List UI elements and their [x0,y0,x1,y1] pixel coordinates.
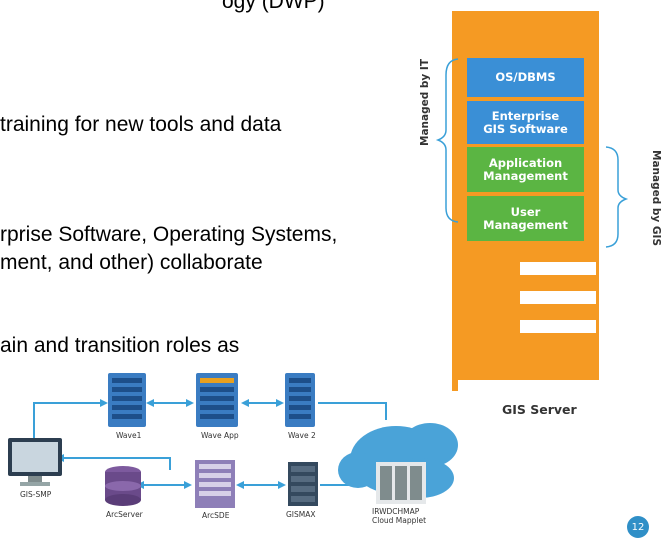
stack-bar-1 [520,262,596,275]
wave2-server-icon [285,373,315,427]
layer-os-dbms-label: OS/DBMS [495,70,556,84]
stack-bar-3 [520,320,596,333]
layer-os-dbms: OS/DBMS [467,58,584,97]
stack-bar-2 [520,291,596,304]
waveapp-server-icon [196,373,238,427]
bracket-gis [605,146,629,248]
layer-user-management-label: User Management [483,204,568,232]
node-label-wave2: Wave 2 [288,431,316,440]
bracket-it [435,58,459,223]
layer-enterprise-gis-software-label: Enterprise GIS Software [483,108,568,136]
bullet-text-4: ment, and other) collaborate [0,251,263,274]
gis-server-caption-area [458,380,605,530]
node-label-gismax: GISMAX [286,510,316,519]
node-label-wave1: Wave1 [116,431,142,440]
node-label-arcserver: ArcServer [106,510,143,519]
bullet-text-2: training for new tools and data [0,113,282,136]
layer-application-management-label: Application Management [483,155,568,183]
node-label-wave-app: Wave App [201,431,239,440]
layer-enterprise-gis-software: Enterprise GIS Software [467,101,584,144]
gismax-server-icon [288,462,318,506]
node-label-arcsde: ArcSDE [202,511,230,520]
gis-smp-monitor-icon [8,438,62,486]
node-label-gis-smp: GIS-SMP [20,490,52,499]
bullet-text-1: ogy (DWP) [222,0,325,13]
gis-server-caption: GIS Server [502,402,577,417]
layer-user-management: User Management [467,196,584,241]
bullet-text-5: ain and transition roles as [0,334,240,357]
arcsde-server-icon [195,460,235,508]
page-number-badge: 12 [627,516,649,538]
wave1-server-icon [108,373,146,427]
connector-smp-wave1 [33,402,100,438]
node-label-cloud: IRWDCHMAP Cloud Mapplet [372,507,427,525]
arcserver-database-icon [105,466,141,506]
bullet-text-3: rprise Software, Operating Systems, [0,223,338,246]
cloud-icon [338,423,458,504]
connector-wave2-cloud [318,402,387,420]
connector-smp-arcsde [64,457,171,470]
layer-application-management: Application Management [467,147,584,192]
